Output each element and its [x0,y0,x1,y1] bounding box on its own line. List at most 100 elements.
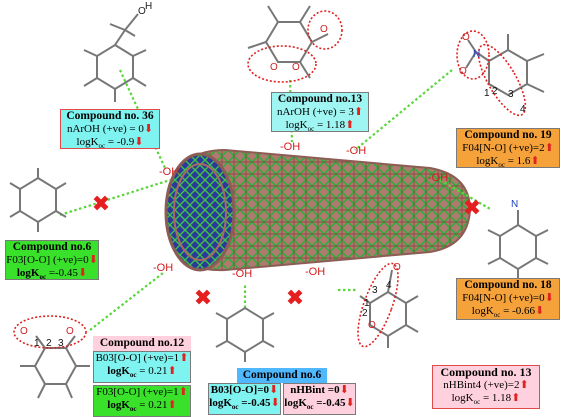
down-arrow-icon: ⬇ [77,267,88,279]
molecule-benzyl-alcohol [83,13,147,102]
hydroxyl-label: -OH [159,166,180,178]
logk-label: logK [285,119,308,131]
atom-label: O [320,24,328,35]
logk-subscript: oc [129,371,137,380]
atom-label: O [368,320,376,331]
compound-title: Compound no. 13 [440,365,532,379]
logk-value: = 1.18 [480,392,512,404]
atom-label: O [270,62,278,73]
logk-label: logK [76,136,99,148]
atom-label: 1 [484,88,490,99]
highlight-oval [13,315,87,349]
compound-title: Compound no. 19 [464,129,552,141]
up-arrow-icon: ⬆ [353,106,364,118]
compound-13-card: Compound no.13 nArOH (+ve) = 3⬆ logKoc =… [271,92,369,134]
logk-subscript: oc [498,161,505,170]
hydroxyl-label: -OH [428,172,449,184]
up-arrow-icon: ⬆ [530,155,540,167]
logk-subscript: oc [473,398,481,407]
compound-6-card-bottom: Compound no.6 B03[O-O]=0⬇ logKoc =-0.45⬇… [208,368,356,416]
atom-label: H [145,1,152,12]
hydroxyl-label: -OH [305,266,326,278]
down-arrow-icon: ⬇ [269,384,279,396]
descriptor-text: F04[N-O] (+ve)=0 [462,292,545,304]
logk-value: = 0.21 [136,365,168,377]
logk-value: =-0.45 [46,267,78,279]
down-arrow-icon: ⬇ [143,123,154,135]
compound-title: Compound no.12 [93,336,191,351]
logk-subscript: oc [231,403,239,412]
logk-label: logK [209,397,232,409]
atom-label: O [462,32,470,43]
atom-label: 2 [492,86,498,97]
logk-label: logK [107,399,130,412]
up-arrow-icon: ⬆ [519,379,529,391]
molecule-chloroaniline [487,210,549,278]
compound-12-card: Compound no.12 B03[O-O] (+ve)=1⬆ logKoc … [93,336,191,417]
atom-label: O [292,62,300,73]
logk-subscript: oc [39,273,47,282]
logk-subscript: oc [129,405,137,414]
atom-label: N [473,49,480,60]
molecule-catechol-right [359,269,419,348]
hydroxyl-label: -OH [153,262,174,274]
descriptor-text: F03[O-O] (+ve)=0 [6,254,89,266]
logk-label: logK [476,155,499,167]
atom-label: 4 [386,280,392,291]
atom-label: 3 [58,338,64,349]
logk-label: logK [107,365,130,377]
atom-label: 3 [508,89,514,100]
logk-value: = -0.66 [500,305,535,317]
carbon-nanotube [164,148,472,272]
molecule-top-center [247,5,329,79]
compound-title: Compound no.6 [237,368,327,383]
logk-value: = 0.21 [136,399,168,412]
molecule-benzene-bottom [215,306,275,362]
atom-label: 2 [362,308,368,319]
compound-title: Compound no.6 [12,241,92,253]
descriptor-text: nHBint4 (+ve)=2 [443,379,520,391]
atom-label: 4 [520,104,526,115]
highlight-oval [357,262,399,348]
logk-label: logK [451,392,474,404]
logk-value: = 1.6 [504,155,531,167]
descriptor-text: F04[N-O] (+ve)=2 [462,142,545,154]
logk-value: = -0.9 [105,136,135,148]
logk-label: logK [284,397,307,409]
up-arrow-icon: ⬆ [167,399,177,412]
atom-label: O [459,66,467,77]
atom-label: O [20,326,28,337]
compound-19-card: Compound no. 19 F04[N-O] (+ve)=2⬆ logKoc… [456,128,560,170]
hydroxyl-label: -OH [346,145,367,157]
up-arrow-icon: ⬆ [511,392,521,404]
compound-6-card-left: Compound no.6 F03[O-O] (+ve)=0⬇ logKoc =… [5,240,99,282]
atom-label: 1 [34,338,40,349]
atom-label: 3 [372,285,378,296]
atom-label: O [393,262,401,273]
logk-value: =-0.45 [313,397,346,409]
highlight-oval [247,45,317,83]
hydroxyl-label: -OH [232,268,253,280]
descriptor-text: B03[O-O]=0 [210,384,269,396]
up-arrow-icon: ⬆ [345,119,355,131]
compound-title: Compound no.13 [277,93,363,105]
down-arrow-icon: ⬇ [339,384,349,396]
down-arrow-icon: ⬇ [134,136,144,148]
down-arrow-icon: ⬇ [535,305,545,317]
up-arrow-icon: ⬆ [179,352,189,364]
descriptor-text: F03[O-O] (+ve)=1 [96,386,179,399]
logk-label: logK [16,267,40,279]
compound-title: Compound no. 36 [66,110,154,122]
molecule-catechol-left [20,335,90,399]
down-arrow-icon: ⬇ [544,292,554,304]
logk-label: logK [471,305,494,317]
up-arrow-icon: ⬆ [178,386,188,399]
atom-label: O [66,326,74,337]
logk-value: = 1.18 [314,119,346,131]
descriptor-text: B03[O-O] (+ve)=1 [95,352,180,364]
down-arrow-icon: ⬇ [345,397,355,409]
logk-subscript: oc [307,125,315,134]
compound-13-card-bottom: Compound no. 13 nHBint4 (+ve)=2⬆ logKoc … [432,365,540,409]
compound-18-card: Compound no. 18 F04[N-O] (+ve)=0⬇ logKoc… [456,278,560,320]
